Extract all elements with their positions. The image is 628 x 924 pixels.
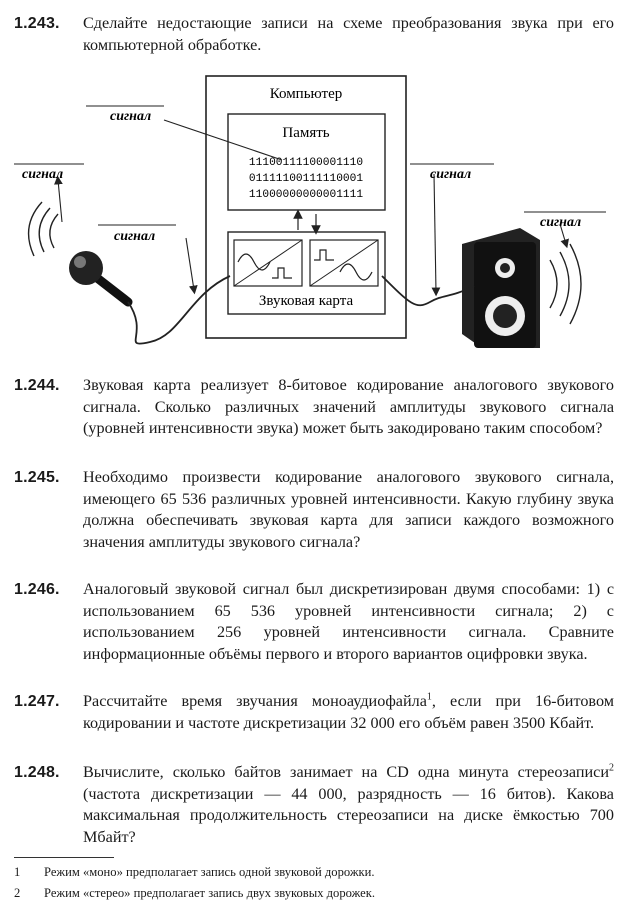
task-text: Аналоговый звуковой сигнал был дискретиз… [83,580,614,663]
signal-label-speaker-cable: сигнал [430,167,471,182]
speaker-cable [381,275,475,307]
speaker-signal-arrow [431,173,441,297]
adc-step-icon [272,267,292,279]
microphone-icon [69,251,133,307]
task-1-247: 1.247. Рассчитайте время звучания моноау… [14,691,614,734]
task-text-part: , если при 16-битовом кодировании и част… [83,692,614,732]
task-1-243: 1.243. Сделайте недостающие записи на сх… [14,13,614,56]
task-text: Рассчитайте время звучания моноаудиофайл… [83,691,614,734]
footnote-number: 2 [14,886,21,900]
task-text: Сделайте недостающие записи на схеме пре… [83,14,614,54]
dac-block [309,239,379,287]
adc-sine-icon [237,253,271,271]
task-number: 1.248. [14,764,60,781]
task-text: Вычислите, сколько байтов занимает на CD… [83,762,614,848]
signal-label-right: сигнал [540,215,581,230]
task-text: Необходимо произвести кодирование аналог… [83,468,614,551]
signal-label-left: сигнал [22,167,63,182]
task-1-245: 1.245. Необходимо произвести кодирование… [14,467,614,553]
sound-conversion-diagram: Компьютер Память 11100111100001110 01111… [14,75,606,348]
footnote-2: 2 Режим «стерео» предполагает запись двух… [14,885,375,901]
dac-step-icon [314,249,334,261]
footnote-1: 1 Режим «моно» предполагает запись одной … [14,864,375,880]
speaker-icon [462,228,540,348]
signal-label-cable: сигнал [114,229,155,244]
task-text-part: (частота дискретизации — 44 000, разрядн… [83,784,614,846]
dac-sine-icon [339,263,373,281]
task-1-248: 1.248. Вычислите, сколько байтов занимае… [14,762,614,848]
left-signal-arrow [54,175,63,223]
memory-box [227,113,386,211]
mic-cable [127,275,231,345]
task-text-part: Вычислите, сколько байтов занимает на CD… [83,763,609,781]
adc-block [233,239,303,287]
memory-label: Память [282,125,329,141]
bits-line-2: 01111100111110001 [249,173,363,185]
bits-line-1: 11100111100001110 [249,157,363,169]
footnote-divider [14,857,114,858]
task-1-244: 1.244. Звуковая карта реализует 8-битово… [14,375,614,440]
computer-box [205,75,407,339]
task-number: 1.246. [14,581,60,598]
sound-card-box [227,231,386,315]
sound-waves-left-icon [27,201,59,257]
label-lines [14,105,606,226]
footnote-text: Режим «моно» предполагает запись одной з… [44,865,375,879]
bits-line-3: 11000000000001111 [249,189,363,201]
footnote-ref: 2 [609,762,614,774]
footnote-ref: 1 [426,691,432,703]
task-number: 1.247. [14,693,60,710]
right-signal-arrow [559,223,569,249]
task-number: 1.243. [14,15,60,32]
cable-signal-arrow [185,237,198,295]
signal-label-top: сигнал [110,109,151,124]
memory-pointer-line [163,119,283,161]
task-number: 1.245. [14,469,60,486]
footnote-text: Режим «стерео» предполагает запись двух … [44,886,376,900]
sound-waves-right-icon [549,243,582,325]
sound-card-label: Звуковая карта [259,293,354,309]
footnote-number: 1 [14,865,21,879]
task-text: Звуковая карта реализует 8-битовое кодир… [83,376,614,437]
task-number: 1.244. [14,377,60,394]
task-1-246: 1.246. Аналоговый звуковой сигнал был ди… [14,579,614,665]
task-text-part: Рассчитайте время звучания моноаудиофайл… [83,692,427,710]
computer-label: Компьютер [270,86,343,102]
